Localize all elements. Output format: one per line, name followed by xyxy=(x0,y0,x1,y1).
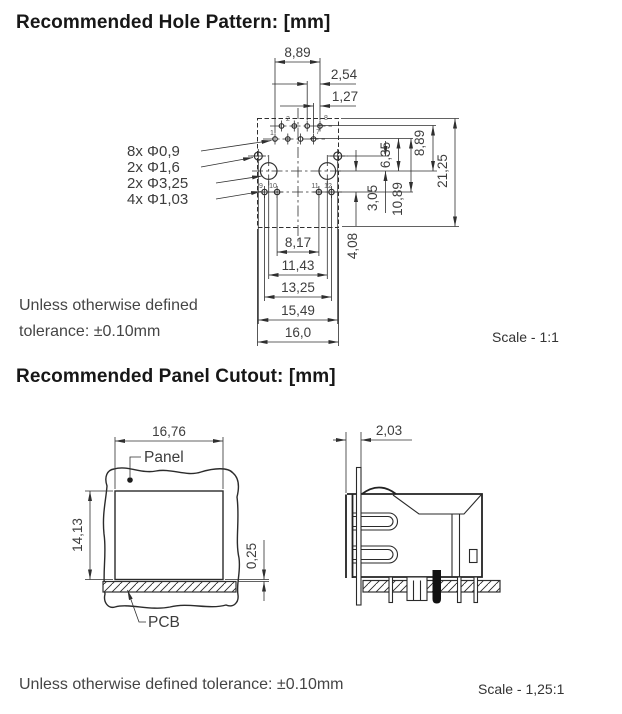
emi-tab xyxy=(406,576,428,602)
cutout-rectangle xyxy=(114,490,224,581)
dim-right-21-25: 21,25 xyxy=(435,154,450,188)
hole-callouts: 8x Φ0,9 2x Φ1,6 2x Φ3,25 4x Φ1,03 xyxy=(127,139,272,208)
locating-peg xyxy=(432,570,441,604)
bottom-dimensions: 8,17 11,43 13,25 15,49 16,0 xyxy=(257,162,339,346)
centerlines xyxy=(252,108,344,243)
panel-leader-dot xyxy=(127,477,133,483)
shield-holes-small xyxy=(251,149,345,163)
panel-cutout-side-view: 2,03 xyxy=(333,423,501,606)
top-dimensions: 8,89 2,54 1,27 xyxy=(272,45,358,133)
pin-number-9: 9 xyxy=(259,183,263,190)
shield-fold-lines xyxy=(392,494,482,515)
shield-detail-rect xyxy=(468,548,478,564)
leader-phi-0-9 xyxy=(200,139,272,152)
tolerance-note-line1: Unless otherwise defined xyxy=(19,297,198,314)
panel-label-group: Panel xyxy=(127,449,184,483)
dim-bottom-8-17: 8,17 xyxy=(285,235,311,250)
pin xyxy=(388,576,394,604)
pcb-label-group: PCB xyxy=(127,589,180,631)
callout-phi-1-03: 4x Φ1,03 xyxy=(127,191,188,208)
dim-bottom-11-43: 11,43 xyxy=(282,258,315,273)
dim-bottom-15-49: 15,49 xyxy=(281,303,315,318)
dim-top-2-54: 2,54 xyxy=(331,67,358,82)
dim-right-8-89: 8,89 xyxy=(412,130,427,156)
front-flange xyxy=(345,494,354,578)
front-height-dimension: 14,13 xyxy=(70,490,113,580)
tolerance-note-line2: tolerance: ±0.10mm xyxy=(19,323,161,340)
pcb-label: PCB xyxy=(148,614,180,631)
pin-number-7: 7 xyxy=(316,129,320,136)
panel-cutout-front-view: 16,76 14,13 0,25 Panel PCB xyxy=(70,424,269,631)
dim-top-8-89: 8,89 xyxy=(284,45,310,60)
dim-front-14-13: 14,13 xyxy=(70,518,85,552)
latch-dome xyxy=(361,486,397,495)
pin-number-labels: 1 2 7 8 9 10 11 12 xyxy=(259,115,332,190)
front-width-dimension: 16,76 xyxy=(114,424,224,489)
pin-holes-row-top xyxy=(278,120,323,132)
leader-phi-3-25 xyxy=(215,175,263,184)
pin-number-11: 11 xyxy=(311,183,318,190)
leader-phi-1-6 xyxy=(200,157,254,168)
scale-label-1: Scale - 1:1 xyxy=(492,329,559,345)
dim-top-1-27: 1,27 xyxy=(332,89,358,104)
panel-plate-side xyxy=(355,466,362,606)
pin xyxy=(456,576,462,604)
pcb-strip-side xyxy=(362,579,501,593)
tolerance-note-bottom: Unless otherwise defined tolerance: ±0.1… xyxy=(19,676,344,693)
dim-right-10-89: 10,89 xyxy=(390,182,405,216)
pin-holes-row-bottom xyxy=(272,133,317,145)
mounting-holes-large xyxy=(259,162,337,180)
connector-side-body xyxy=(345,486,483,578)
hole-pattern-drawing: 1 2 7 8 9 10 11 12 8x Φ0,9 2x Φ1,6 2x Φ3… xyxy=(127,45,459,346)
row-centerlines xyxy=(248,125,348,193)
connector-pins xyxy=(388,570,479,604)
pin-number-10: 10 xyxy=(269,183,277,190)
dim-right-4-08: 4,08 xyxy=(345,233,360,259)
callout-phi-3-25: 2x Φ3,25 xyxy=(127,175,188,192)
body-inner-wall xyxy=(451,514,461,577)
leader-phi-1-03 xyxy=(215,191,262,200)
hole-pattern-title: Recommended Hole Pattern: [mm] xyxy=(16,12,331,33)
pcb-strip-front xyxy=(102,580,237,593)
latch-fingers xyxy=(352,512,398,564)
callout-phi-1-6: 2x Φ1,6 xyxy=(127,159,180,176)
panel-label: Panel xyxy=(144,449,184,466)
dim-right-6-35: 6,35 xyxy=(378,142,393,168)
pin-number-1: 1 xyxy=(270,130,274,137)
right-dimensions: 3,05 6,35 10,89 8,89 21,25 4,08 xyxy=(310,118,459,259)
side-offset-dimension: 2,03 xyxy=(333,423,412,493)
component-outline xyxy=(257,118,339,228)
dim-right-3-05: 3,05 xyxy=(365,185,380,211)
dim-bottom-13-25: 13,25 xyxy=(281,280,315,295)
dim-front-0-25: 0,25 xyxy=(244,543,259,569)
front-gap-dimension: 0,25 xyxy=(225,540,269,601)
dim-bottom-16-0: 16,0 xyxy=(285,325,311,340)
dim-side-2-03: 2,03 xyxy=(376,423,402,438)
pin xyxy=(473,576,479,604)
body-outline xyxy=(347,493,483,578)
scale-label-2: Scale - 1,25:1 xyxy=(478,681,565,697)
panel-cutout-title: Recommended Panel Cutout: [mm] xyxy=(16,366,336,387)
pin-number-2: 2 xyxy=(286,116,290,123)
callout-phi-0-9: 8x Φ0,9 xyxy=(127,143,180,160)
pin-number-8: 8 xyxy=(324,115,328,122)
pin-number-12: 12 xyxy=(324,183,332,190)
dim-front-16-76: 16,76 xyxy=(152,424,186,439)
